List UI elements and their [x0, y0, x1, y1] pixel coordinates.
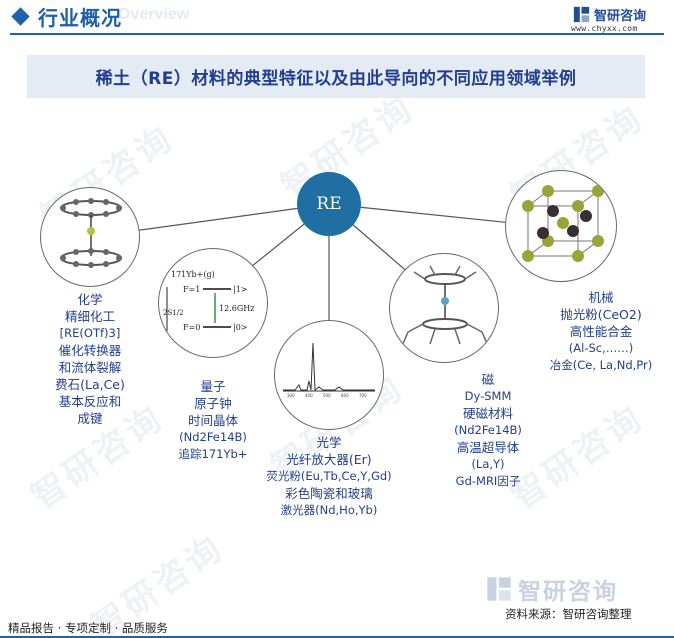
ket-zero: |0>: [233, 323, 248, 332]
data-source: 资料来源：智研咨询整理: [505, 607, 632, 621]
chemistry-line: 催化转换器: [58, 343, 122, 358]
emission-spectrum-plot: 300 400 500 600 700: [283, 342, 375, 398]
header-ghost-text: Overview: [118, 6, 190, 23]
optics-line: 荧光粉(Eu,Tb,Ce,Y,Gd): [266, 469, 392, 483]
svg-text:700: 700: [359, 393, 367, 398]
magnetism-molecule-image: [389, 253, 499, 363]
title-banner: 稀土（RE）材料的典型特征以及由此导向的不同应用领域举例: [27, 55, 645, 98]
brand-logo: 智研咨询: [573, 5, 646, 24]
transition-frequency: 12.6GHz: [219, 304, 254, 313]
optics-line: 光学: [316, 435, 342, 450]
quantum-line: (Nd2Fe14B): [179, 430, 247, 444]
chemistry-line: 成键: [77, 411, 103, 426]
molecule-icon: [60, 198, 122, 268]
quantum-line: 原子钟: [194, 396, 232, 411]
magnetism-line: 磁: [481, 372, 495, 387]
diagram-title: 稀土（RE）材料的典型特征以及由此导向的不同应用领域举例: [95, 69, 577, 89]
machinery-line: 高性能合金: [569, 324, 633, 339]
chemistry-label: 化学 精细化工 [RE(OTf)3] 催化转换器 和流体裂解 费石(La,Ce)…: [38, 291, 142, 427]
machinery-line: 冶金(Ce, La,Nd,Pr): [549, 358, 653, 372]
machinery-line: 机械: [588, 290, 614, 305]
level-f1: F=1: [183, 285, 200, 294]
svg-text:300: 300: [287, 393, 295, 398]
chemistry-line: [RE(OTf)3]: [59, 326, 121, 340]
footer-logo-icon: [487, 577, 511, 601]
single-molecule-magnet-icon: [401, 265, 489, 347]
chemistry-line: 化学: [77, 292, 103, 307]
machinery-crystal-image: [505, 170, 617, 282]
chemistry-line: 基本反应和: [58, 394, 122, 409]
optics-line: 彩色陶瓷和玻璃: [285, 486, 373, 501]
machinery-line: 抛光粉(CeO2): [560, 307, 642, 322]
optics-label: 光学 光纤放大器(Er) 荧光粉(Eu,Tb,Ce,Y,Gd) 彩色陶瓷和玻璃 …: [254, 434, 404, 519]
chemistry-line: 和流体裂解: [58, 360, 122, 375]
quantum-line: 量子: [200, 379, 226, 394]
chemistry-line: 费石(La,Ce): [55, 377, 125, 392]
ion-state-label: 171Yb+(g): [171, 270, 215, 279]
machinery-label: 机械 抛光粉(CeO2) 高性能合金 (Al-Sc,……) 冶金(Ce, La,…: [531, 289, 671, 374]
brand-url: www.chyxx.com: [571, 24, 638, 33]
optics-spectrum-image: 300 400 500 600 700: [274, 320, 384, 430]
svg-text:600: 600: [341, 393, 349, 398]
machinery-line: (Al-Sc,……): [568, 341, 634, 355]
term-symbol: 2S1/2: [163, 309, 184, 317]
optics-line: 激光器(Nd,Ho,Yb): [280, 503, 378, 517]
magnetism-line: 高温超导体: [456, 440, 520, 455]
svg-text:500: 500: [323, 393, 331, 398]
magnetism-line: (La,Y): [471, 457, 505, 471]
energy-level-diagram: 171Yb+(g) 2S1/2 F=1 |1> 12.6GHz F=0 |0>: [163, 270, 254, 332]
quantum-line: 追踪171Yb+: [178, 447, 248, 461]
quantum-line: 时间晶体: [187, 413, 238, 428]
section-title: 行业概况: [38, 6, 122, 30]
level-f0: F=0: [183, 323, 200, 332]
header-rule: [10, 33, 664, 35]
quantum-energy-level-image: 171Yb+(g) 2S1/2 F=1 |1> 12.6GHz F=0 |0>: [158, 248, 268, 358]
footer-logo: 智研咨询: [486, 572, 618, 606]
quantum-label: 量子 原子钟 时间晶体 (Nd2Fe14B) 追踪171Yb+: [160, 378, 266, 463]
chemistry-molecule-image: [40, 187, 140, 287]
ket-one: |1>: [233, 285, 248, 294]
optics-line: 光纤放大器(Er): [286, 452, 372, 467]
svg-text:400: 400: [305, 393, 313, 398]
footer-logo-name: 智研咨询: [518, 579, 618, 605]
magnetism-line: (Nd2Fe14B): [454, 423, 522, 437]
magnetism-label: 磁 Dy-SMM 硬磁材料 (Nd2Fe14B) 高温超导体 (La,Y) Gd…: [426, 371, 550, 490]
chemistry-line: 精细化工: [64, 309, 115, 324]
magnetism-line: Gd-MRI因子: [455, 474, 521, 488]
rare-earth-hub: RE: [297, 172, 361, 236]
footer-rule: [0, 636, 674, 638]
brand-logo-icon: [573, 6, 590, 23]
magnetism-line: 硬磁材料: [462, 406, 513, 421]
magnetism-line: Dy-SMM: [464, 389, 512, 403]
crystal-lattice-icon: [522, 185, 604, 262]
brand-logo-name: 智研咨询: [594, 9, 647, 24]
footer-slogan: 精品报告 · 专项定制 · 品质服务: [8, 621, 168, 635]
